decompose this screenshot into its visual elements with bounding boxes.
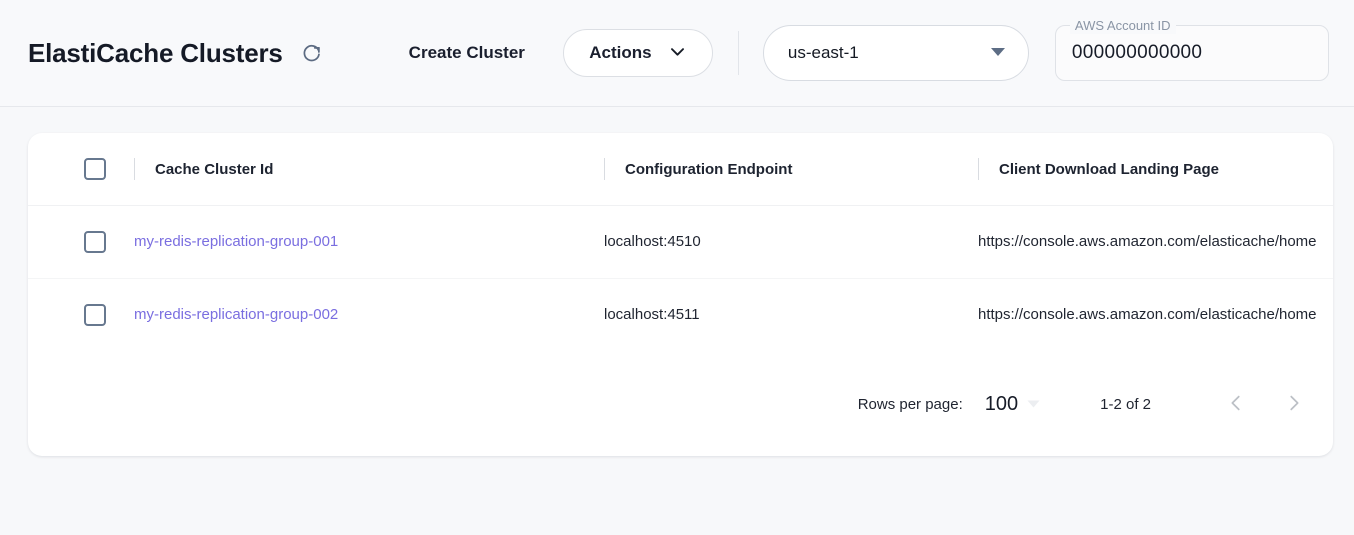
content-area: Cache Cluster Id Configuration Endpoint …: [0, 107, 1354, 456]
next-page-button[interactable]: [1273, 383, 1315, 425]
column-resize-handle[interactable]: [978, 158, 979, 180]
column-label-cluster-id: Cache Cluster Id: [155, 160, 274, 178]
aws-account-id-field[interactable]: AWS Account ID: [1054, 18, 1329, 81]
table-row: my-redis-replication-group-002 localhost…: [28, 278, 1333, 352]
table-header-landing-page[interactable]: Client Download Landing Page: [978, 133, 1333, 206]
refresh-icon: [301, 41, 323, 66]
row-cluster-id-cell: my-redis-replication-group-002: [134, 278, 604, 352]
row-landing-page-cell: https://console.aws.amazon.com/elasticac…: [978, 206, 1333, 279]
landing-page-value: https://console.aws.amazon.com/elasticac…: [978, 306, 1317, 324]
row-endpoint-cell: localhost:4510: [604, 206, 978, 279]
previous-page-button[interactable]: [1215, 383, 1257, 425]
table-body: my-redis-replication-group-001 localhost…: [28, 206, 1333, 352]
column-resize-handle[interactable]: [134, 158, 135, 180]
row-select-cell: [28, 206, 134, 279]
aws-account-id-label: AWS Account ID: [1069, 18, 1176, 34]
table-header-cluster-id[interactable]: Cache Cluster Id: [134, 133, 604, 206]
actions-button-label: Actions: [589, 43, 652, 62]
rows-per-page-select[interactable]: 100: [985, 393, 1040, 416]
cluster-id-link[interactable]: my-redis-replication-group-002: [134, 306, 339, 324]
table-header: Cache Cluster Id Configuration Endpoint …: [28, 133, 1333, 206]
caret-down-icon: [990, 44, 1006, 62]
column-label-endpoint: Configuration Endpoint: [625, 160, 793, 178]
table-pagination: Rows per page: 100 1-2 of 2: [28, 352, 1333, 456]
rows-per-page-value: 100: [984, 392, 1019, 415]
endpoint-value: localhost:4511: [604, 306, 700, 324]
column-label-landing-page: Client Download Landing Page: [999, 160, 1220, 178]
row-checkbox[interactable]: [84, 231, 106, 253]
chevron-right-icon: [1283, 392, 1305, 417]
clusters-table: Cache Cluster Id Configuration Endpoint …: [28, 133, 1333, 352]
refresh-button[interactable]: [297, 38, 327, 68]
chevron-down-icon: [668, 42, 687, 64]
chevron-left-icon: [1225, 392, 1247, 417]
endpoint-value: localhost:4510: [604, 233, 701, 250]
rows-per-page-label: Rows per page:: [857, 395, 963, 413]
table-header-select: [28, 133, 134, 206]
clusters-table-card: Cache Cluster Id Configuration Endpoint …: [28, 133, 1333, 456]
app-header: ElastiCache Clusters Create Cluster Acti…: [0, 0, 1354, 107]
row-cluster-id-cell: my-redis-replication-group-001: [134, 206, 604, 279]
header-divider: [737, 31, 739, 75]
row-select-cell: [28, 278, 134, 352]
table-header-row: Cache Cluster Id Configuration Endpoint …: [28, 133, 1333, 206]
row-landing-page-cell: https://console.aws.amazon.com/elasticac…: [978, 278, 1333, 352]
region-select-value: us-east-1: [787, 43, 859, 62]
select-all-checkbox[interactable]: [84, 158, 106, 180]
row-endpoint-cell: localhost:4511: [604, 278, 978, 352]
column-resize-handle[interactable]: [604, 158, 605, 180]
table-row: my-redis-replication-group-001 localhost…: [28, 206, 1333, 279]
caret-down-icon: [1027, 395, 1040, 413]
table-header-endpoint[interactable]: Configuration Endpoint: [604, 133, 978, 206]
actions-button[interactable]: Actions: [562, 29, 713, 77]
pagination-range: 1-2 of 2: [1100, 395, 1151, 413]
landing-page-value: https://console.aws.amazon.com/elasticac…: [978, 233, 1317, 250]
cluster-id-link[interactable]: my-redis-replication-group-001: [134, 233, 339, 250]
aws-account-id-input[interactable]: [1071, 42, 1312, 64]
page-title: ElastiCache Clusters: [28, 37, 283, 68]
row-checkbox[interactable]: [84, 304, 106, 327]
region-select[interactable]: us-east-1: [762, 25, 1029, 81]
create-cluster-button[interactable]: Create Cluster: [405, 35, 529, 71]
